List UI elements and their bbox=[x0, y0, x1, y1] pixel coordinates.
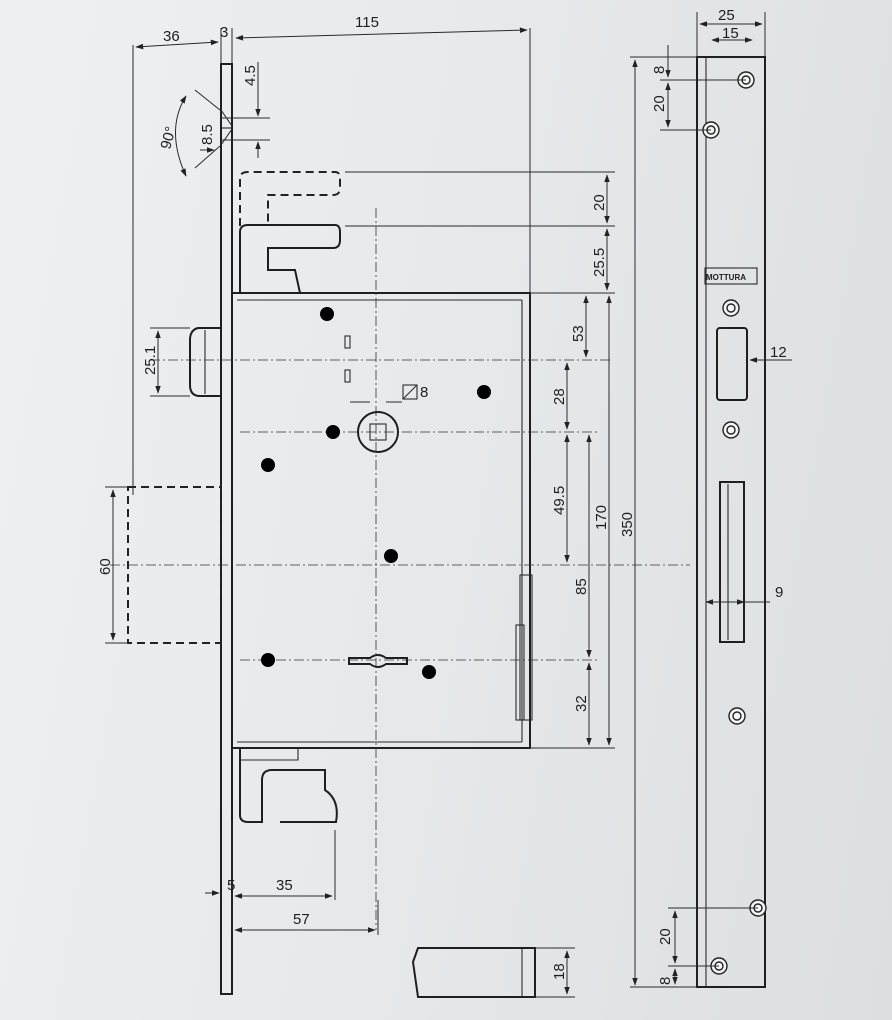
dim-32: 32 bbox=[573, 695, 590, 712]
dim-25-5: 25.5 bbox=[591, 248, 608, 277]
cylinder-part bbox=[411, 947, 536, 998]
dim-8-5: 8.5 bbox=[199, 124, 216, 145]
dim-4-5: 4.5 bbox=[242, 65, 259, 86]
upper-hook-bolt bbox=[239, 171, 341, 294]
dim-angle-90: 90° bbox=[157, 125, 179, 151]
dim-170: 170 bbox=[593, 505, 610, 530]
square-symbol-icon bbox=[402, 384, 418, 400]
dim-9: 9 bbox=[775, 584, 783, 601]
keeper-plate bbox=[696, 56, 766, 988]
dim-plate-top-8: 8 bbox=[651, 66, 668, 74]
dim-20-bolt: 20 bbox=[591, 194, 608, 211]
dim-plate-bottom-8: 8 bbox=[657, 977, 674, 985]
latch bbox=[189, 327, 221, 397]
centre-lines bbox=[110, 208, 690, 930]
dim-spindle-8: 8 bbox=[420, 384, 428, 401]
dim-36: 36 bbox=[163, 28, 180, 45]
dim-15: 15 bbox=[722, 25, 739, 42]
lock-forend bbox=[220, 63, 233, 995]
dim-5: 5 bbox=[227, 877, 235, 894]
small-slots bbox=[344, 335, 351, 383]
dim-85: 85 bbox=[573, 578, 590, 595]
dim-25-1: 25.1 bbox=[142, 346, 159, 375]
dimension-lines bbox=[105, 12, 792, 998]
dim-plate-bottom-20: 20 bbox=[657, 928, 674, 945]
dim-28: 28 bbox=[551, 388, 568, 405]
dim-115: 115 bbox=[355, 14, 379, 31]
keeper-holes bbox=[702, 71, 767, 975]
dim-18: 18 bbox=[551, 963, 568, 980]
dim-60: 60 bbox=[97, 558, 114, 575]
dim-35: 35 bbox=[276, 877, 293, 894]
dim-53: 53 bbox=[570, 325, 587, 342]
keyhole bbox=[348, 654, 408, 668]
dim-plate-top-20: 20 bbox=[651, 95, 668, 112]
dim-12: 12 bbox=[770, 344, 787, 361]
dim-25: 25 bbox=[718, 7, 735, 24]
brand-label: MOTTURA bbox=[706, 273, 746, 282]
dimension-labels: 36 3 115 4.5 8.5 90° 20 25.5 25.1 53 8 2… bbox=[97, 7, 787, 985]
lock-case bbox=[231, 292, 533, 749]
dim-350: 350 bbox=[619, 512, 636, 537]
dim-3: 3 bbox=[220, 24, 228, 41]
dim-57: 57 bbox=[293, 911, 310, 928]
dim-49-5: 49.5 bbox=[551, 486, 568, 515]
lower-hook-bolt bbox=[239, 748, 338, 823]
spindle-hub bbox=[357, 411, 399, 453]
